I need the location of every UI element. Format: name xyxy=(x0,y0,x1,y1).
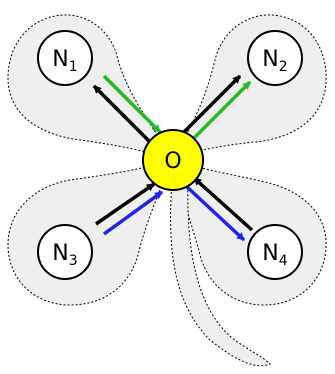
arrow-o-to-n4 xyxy=(184,184,246,242)
node-n4-circle xyxy=(247,224,303,280)
node-n4-label: N4 xyxy=(262,241,287,269)
arrow-n1-to-o xyxy=(102,74,162,134)
center-node-circle xyxy=(142,129,204,191)
node-n2: N2 xyxy=(247,30,303,86)
node-n3-label: N3 xyxy=(52,241,77,269)
center-node-label: O xyxy=(164,149,181,174)
leaf-bottom-left xyxy=(7,159,173,306)
node-n1: N1 xyxy=(37,30,93,86)
arrow-n3-to-o xyxy=(95,182,155,226)
leaf-stem xyxy=(170,179,271,367)
arrow-n3-to-o-blue xyxy=(102,190,164,236)
node-n1-circle xyxy=(37,30,93,86)
node-n3: N3 xyxy=(37,224,93,280)
arrow-o-to-n2-green xyxy=(190,80,252,142)
node-n2-label: N2 xyxy=(262,47,287,75)
arrow-n4-to-o xyxy=(192,176,254,232)
center-node: O xyxy=(142,129,204,191)
node-n3-circle xyxy=(37,224,93,280)
arrow-o-to-n1 xyxy=(92,84,154,146)
node-n1-label: N1 xyxy=(52,47,77,75)
node-n4: N4 xyxy=(247,224,303,280)
arrow-o-to-n2-black xyxy=(182,74,242,134)
arrows xyxy=(92,74,254,242)
node-n2-circle xyxy=(247,30,303,86)
